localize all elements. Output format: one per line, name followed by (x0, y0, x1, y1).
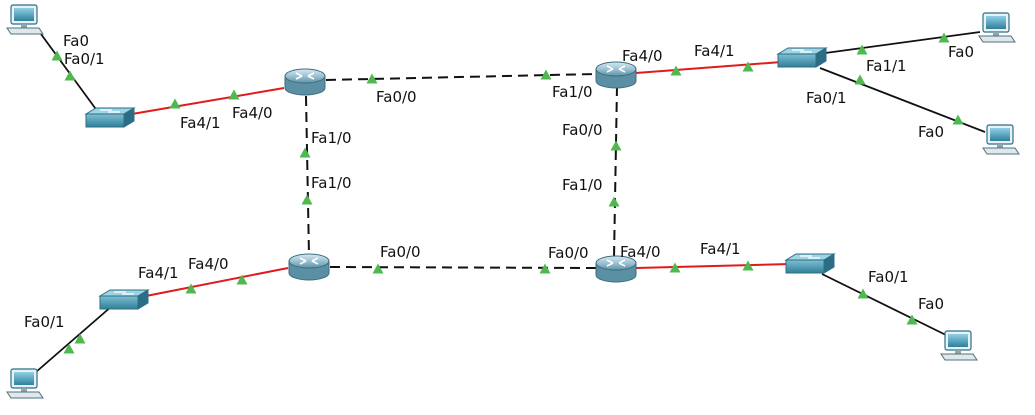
switch-icon (777, 47, 827, 68)
interface-label: Fa0 (918, 295, 944, 313)
interface-label: Fa4/0 (232, 104, 273, 122)
link-pc-bl-switch-bl[interactable] (35, 305, 113, 373)
router-icon (284, 68, 326, 96)
interface-label: Fa1/0 (562, 176, 603, 194)
switch-bottom-left[interactable] (99, 289, 149, 310)
interface-label: Fa0/0 (548, 244, 589, 262)
interface-label: Fa4/1 (138, 264, 179, 282)
link-up-triangle-icon (372, 263, 384, 274)
switch-icon (785, 253, 835, 274)
router-icon (288, 253, 330, 281)
interface-label: Fa4/1 (700, 240, 741, 258)
pc-icon (6, 4, 44, 35)
interface-label: Fa0/0 (380, 243, 421, 261)
pc-top-left[interactable] (6, 4, 44, 35)
port-status-layer (51, 32, 964, 354)
pc-top-right-2[interactable] (982, 124, 1020, 155)
link-router-tl-router-bl[interactable] (305, 95, 310, 257)
link-router-br-switch-br[interactable] (635, 263, 791, 269)
router-top-right[interactable] (595, 61, 637, 89)
link-router-tr-router-br[interactable] (613, 85, 618, 259)
pc-icon (982, 124, 1020, 155)
interface-label: Fa4/0 (188, 255, 229, 273)
switch-top-right[interactable] (777, 47, 827, 68)
switch-icon (85, 107, 135, 128)
interface-label: Fa4/1 (694, 42, 735, 60)
link-up-triangle-icon (610, 140, 622, 151)
pc-icon (6, 368, 44, 399)
link-up-triangle-icon (63, 343, 75, 354)
links-layer (35, 29, 986, 373)
link-switch-tl-router-tl[interactable] (131, 87, 285, 115)
link-switch-br-pc-br[interactable] (821, 273, 949, 337)
router-bottom-left[interactable] (288, 253, 330, 281)
interface-label: Fa4/0 (622, 47, 663, 65)
switch-bottom-right[interactable] (785, 253, 835, 274)
interface-label: Fa0 (918, 123, 944, 141)
interface-label: Fa1/0 (552, 83, 593, 101)
interface-label: Fa1/0 (311, 129, 352, 147)
link-up-triangle-icon (74, 333, 86, 344)
link-pc-tl-switch-tl[interactable] (37, 29, 99, 113)
interface-label: Fa0/1 (64, 50, 105, 68)
switch-top-left[interactable] (85, 107, 135, 128)
pc-icon (940, 330, 978, 361)
interface-labels-layer: Fa0 Fa0/1 Fa4/1 Fa4/0 Fa0/0 Fa1/0 Fa1/0 … (24, 32, 974, 331)
interface-label: Fa0 (63, 32, 89, 50)
interface-label: Fa0/1 (806, 89, 847, 107)
link-up-triangle-icon (301, 194, 313, 205)
link-up-triangle-icon (608, 196, 620, 207)
interface-label: Fa0/1 (868, 268, 909, 286)
link-up-triangle-icon (64, 70, 76, 81)
link-router-tr-switch-tr[interactable] (635, 61, 783, 74)
link-up-triangle-icon (857, 288, 869, 299)
switch-icon (99, 289, 149, 310)
router-icon (595, 61, 637, 89)
link-up-triangle-icon (742, 61, 754, 72)
link-router-bl-router-br[interactable] (329, 266, 597, 269)
pc-bottom-left[interactable] (6, 368, 44, 399)
link-up-triangle-icon (854, 74, 866, 85)
router-top-left[interactable] (284, 68, 326, 96)
link-up-triangle-icon (856, 44, 868, 55)
pc-top-right-1[interactable] (978, 12, 1016, 43)
interface-label: Fa4/0 (620, 243, 661, 261)
interface-label: Fa0/0 (562, 121, 603, 139)
interface-label: Fa0/0 (376, 88, 417, 106)
pc-bottom-right[interactable] (940, 330, 978, 361)
link-up-triangle-icon (228, 89, 240, 100)
link-up-triangle-icon (299, 147, 311, 158)
interface-label: Fa0 (948, 43, 974, 61)
link-switch-bl-router-bl[interactable] (145, 267, 289, 297)
link-up-triangle-icon (169, 98, 181, 109)
interface-label: Fa1/1 (866, 57, 907, 75)
pc-icon (978, 12, 1016, 43)
interface-label: Fa0/1 (24, 313, 65, 331)
link-switch-tr-pc-tr1[interactable] (817, 31, 981, 55)
interface-label: Fa4/1 (180, 114, 221, 132)
interface-label: Fa1/0 (311, 174, 352, 192)
link-router-tl-router-tr[interactable] (325, 73, 597, 81)
